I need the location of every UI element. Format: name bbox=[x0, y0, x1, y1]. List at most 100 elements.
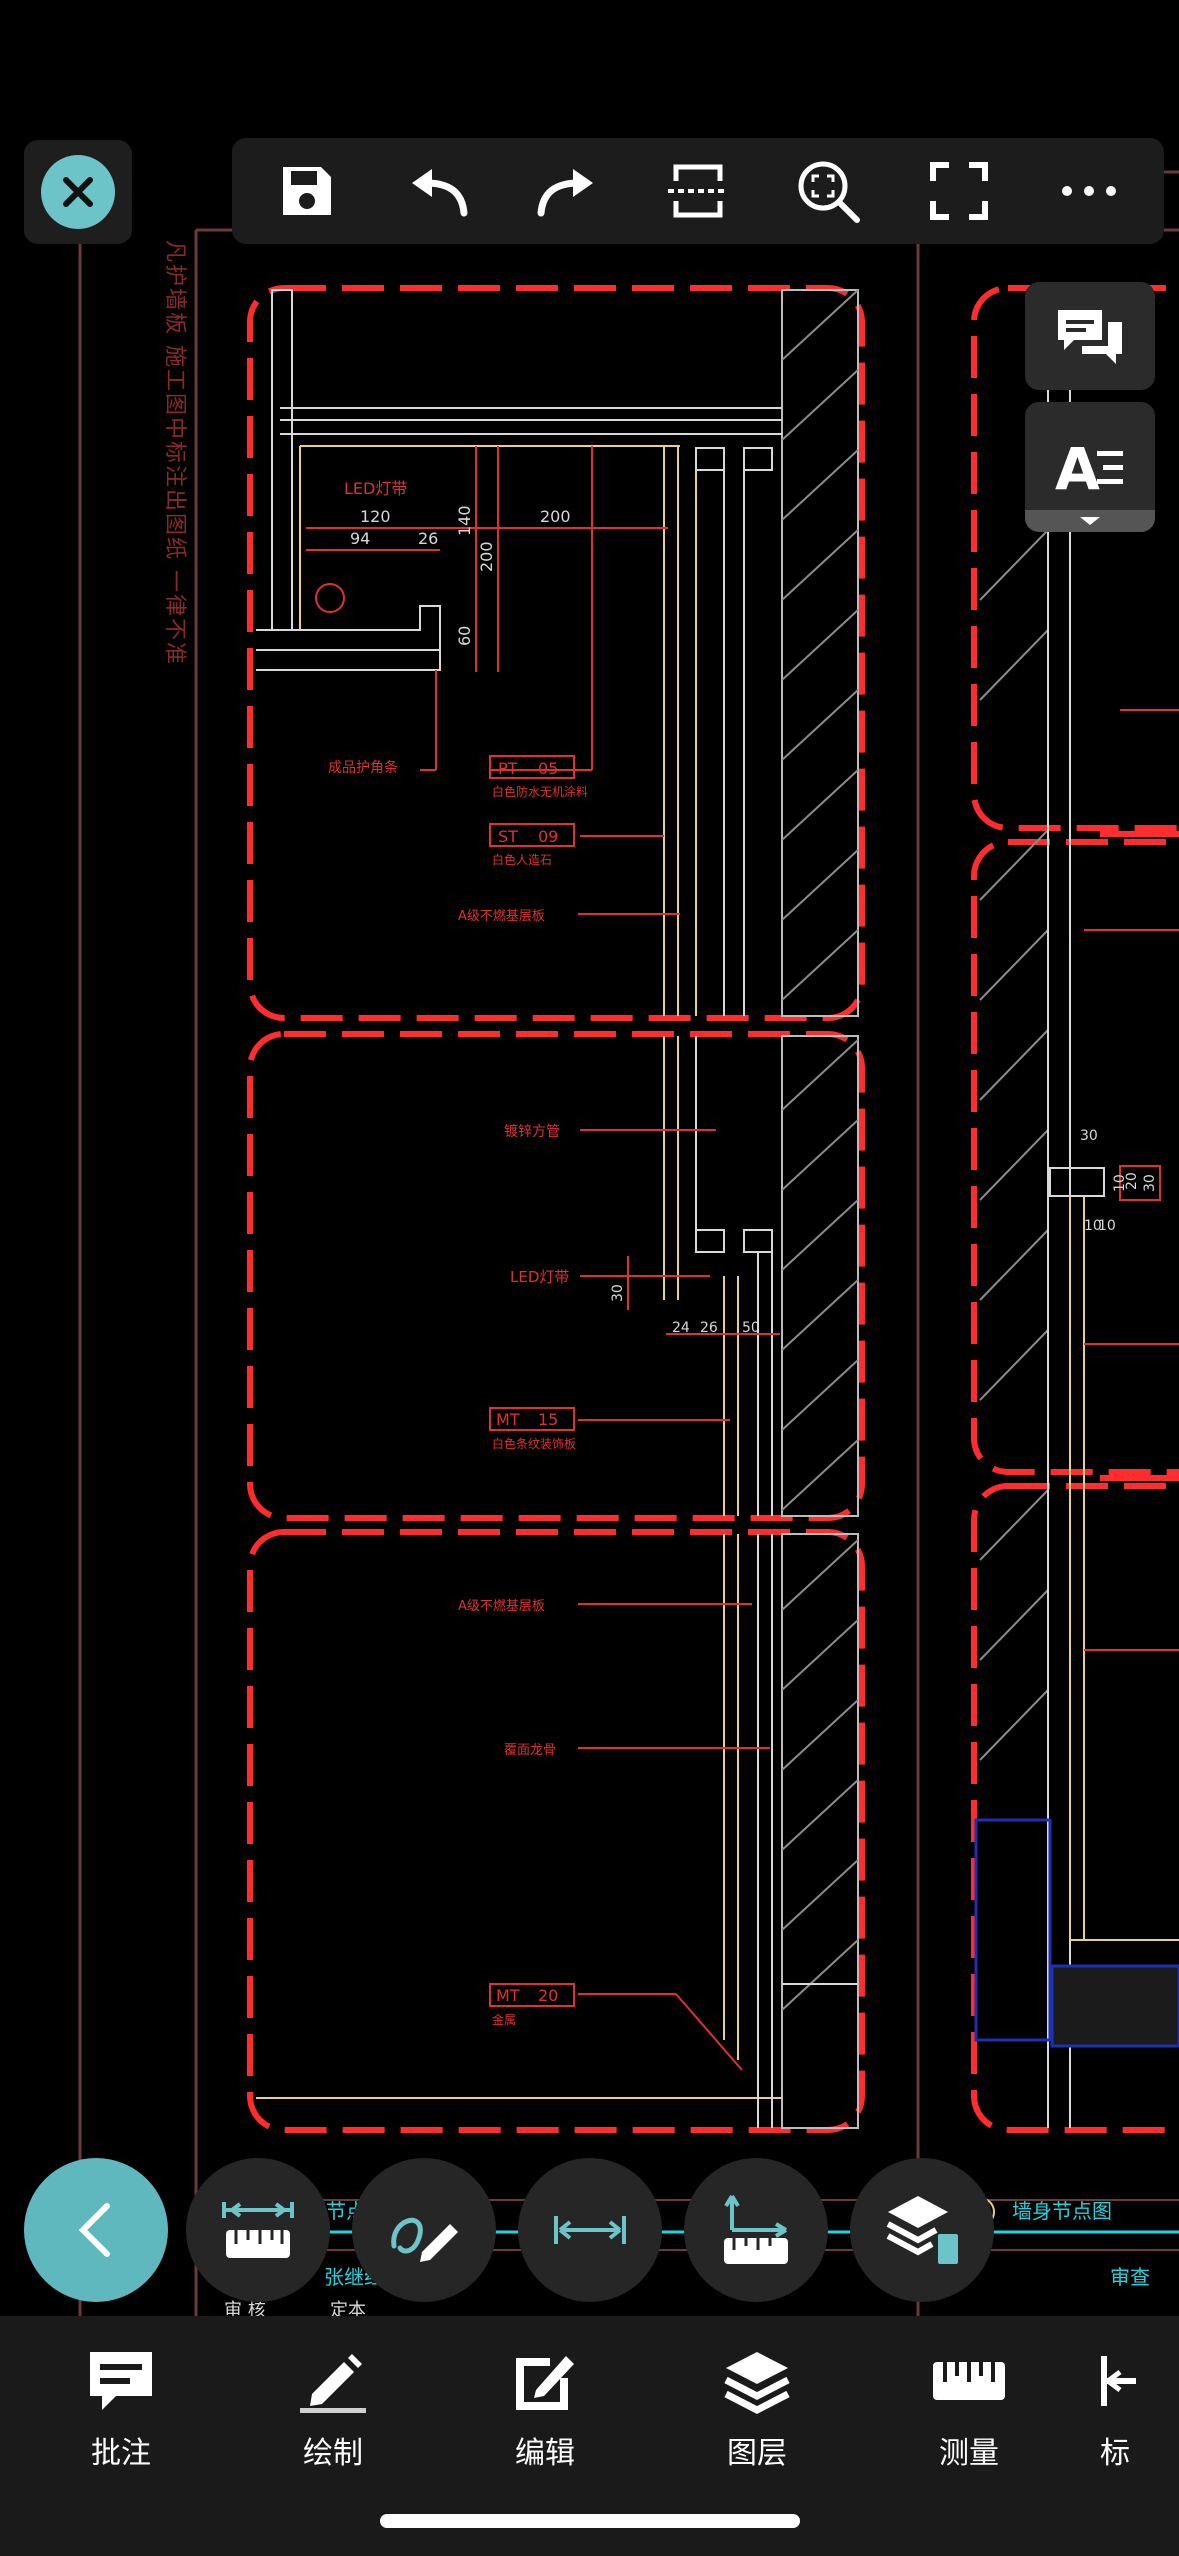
chevron-down-icon bbox=[1080, 517, 1100, 525]
nav-measure-label: 测量 bbox=[939, 2436, 999, 2471]
nav-annotate-label: 批注 bbox=[91, 2436, 151, 2471]
pencil-icon bbox=[300, 2354, 366, 2413]
nav-dimension[interactable]: 标 bbox=[1096, 2348, 1179, 2472]
coordinate-button[interactable] bbox=[684, 2158, 828, 2302]
nav-measure[interactable]: 测量 bbox=[884, 2348, 1054, 2472]
mt2-code: MT bbox=[496, 1986, 520, 2005]
nav-edit-label: 编辑 bbox=[515, 2436, 575, 2471]
ruler-icon bbox=[933, 2362, 1005, 2400]
top-toolbar bbox=[232, 138, 1164, 244]
nav-annotate[interactable]: 批注 bbox=[36, 2348, 206, 2472]
save-icon bbox=[283, 167, 332, 215]
dim-26: 26 bbox=[418, 529, 438, 548]
zoom-icon bbox=[798, 161, 861, 223]
nav-draw-label: 绘制 bbox=[303, 2436, 363, 2471]
footer-c: 定本 bbox=[330, 2300, 366, 2321]
chevron-left-icon bbox=[78, 2203, 110, 2257]
dim-26b: 26 bbox=[700, 1320, 718, 1336]
pt-num: 05 bbox=[538, 759, 558, 778]
pt-code: PT bbox=[498, 759, 518, 778]
comments-icon bbox=[1058, 310, 1122, 364]
nav-draw[interactable]: 绘制 bbox=[248, 2348, 418, 2472]
freehand-draw-button[interactable] bbox=[352, 2158, 496, 2302]
mt1-code: MT bbox=[496, 1410, 520, 1429]
st-num: 09 bbox=[538, 827, 558, 846]
title-block-right: 墙身节点图 bbox=[1012, 2199, 1112, 2223]
redo-icon bbox=[537, 169, 593, 217]
dimension-line-icon bbox=[554, 2216, 626, 2244]
label-corner: 成品护角条 bbox=[328, 759, 398, 776]
layer-list-icon bbox=[886, 2196, 958, 2264]
zoom-extent-button[interactable] bbox=[783, 146, 873, 236]
close-icon bbox=[41, 155, 115, 229]
text-align-icon: A bbox=[1055, 437, 1123, 497]
vertical-note: 凡护墙板 施工图中标注出图纸 一律不准 bbox=[162, 240, 187, 666]
label-a-grade-1: A级不燃基层板 bbox=[458, 908, 545, 924]
close-button[interactable] bbox=[24, 140, 132, 244]
measure-length-button[interactable] bbox=[186, 2158, 330, 2302]
dimension-icon bbox=[1101, 2356, 1136, 2406]
section-icon bbox=[667, 164, 728, 218]
freehand-pencil-icon bbox=[391, 2217, 458, 2262]
label-a-grade-2: A级不燃基层板 bbox=[458, 1598, 545, 1614]
ruler-measure-icon bbox=[222, 2202, 294, 2258]
detail-panels-right: 30 10 20 30 10 10 bbox=[971, 285, 1179, 2133]
layers-icon bbox=[724, 2352, 790, 2414]
mt1-num: 15 bbox=[538, 1410, 558, 1429]
text-style-button[interactable]: A bbox=[1025, 402, 1155, 532]
footer-a: 审 核 bbox=[224, 2300, 266, 2321]
st-desc: 白色人造石 bbox=[492, 852, 552, 867]
comments-button[interactable] bbox=[1025, 282, 1155, 390]
mt1-desc: 白色条纹装饰板 bbox=[492, 1436, 576, 1451]
dim-94: 94 bbox=[350, 529, 370, 548]
r-dim-10c: 10 bbox=[1098, 1218, 1116, 1234]
r-dim-20: 20 bbox=[1124, 1172, 1140, 1190]
dim-120: 120 bbox=[360, 507, 391, 526]
detail-panel-3: A级不燃基层板 覆面龙骨 MT 20 金属 bbox=[247, 1529, 865, 2133]
nav-layers[interactable]: 图层 bbox=[672, 2348, 842, 2472]
label-steel-tube: 镀锌方管 bbox=[504, 1123, 560, 1140]
fullscreen-button[interactable] bbox=[914, 146, 1004, 236]
dim-30: 30 bbox=[610, 1284, 626, 1302]
footer-b: 审查 bbox=[1110, 2265, 1150, 2289]
fullscreen-icon bbox=[929, 162, 988, 220]
nav-edit[interactable]: 编辑 bbox=[460, 2348, 630, 2472]
undo-button[interactable] bbox=[392, 146, 482, 236]
pt-desc: 白色防水无机涂料 bbox=[492, 784, 588, 799]
section-view-button[interactable] bbox=[653, 146, 743, 236]
dim-60: 60 bbox=[455, 626, 474, 646]
save-button[interactable] bbox=[262, 146, 352, 236]
mt2-num: 20 bbox=[538, 1986, 558, 2005]
back-button[interactable] bbox=[24, 2158, 168, 2302]
label-led-top: LED灯带 bbox=[344, 479, 407, 498]
r-dim-10a: 10 bbox=[1112, 1174, 1128, 1192]
coordinate-icon bbox=[724, 2194, 788, 2264]
annotate-icon bbox=[90, 2352, 152, 2410]
dim-200: 200 bbox=[540, 507, 571, 526]
nav-layers-label: 图层 bbox=[727, 2436, 787, 2471]
expand-handle[interactable] bbox=[1025, 510, 1155, 532]
label-led-mid: LED灯带 bbox=[510, 1268, 569, 1286]
mt2-desc: 金属 bbox=[492, 2012, 516, 2027]
label-cover-light: 覆面龙骨 bbox=[504, 1743, 556, 1758]
svg-text:A: A bbox=[1055, 437, 1100, 497]
undo-icon bbox=[412, 169, 468, 217]
r-dim-10b: 10 bbox=[1084, 1218, 1102, 1234]
nav-dimension-label: 标 bbox=[1100, 2436, 1130, 2471]
dim-50: 50 bbox=[742, 1320, 760, 1336]
edit-icon bbox=[516, 2356, 574, 2410]
home-indicator bbox=[380, 2514, 800, 2528]
dimension-button[interactable] bbox=[518, 2158, 662, 2302]
layers-fab-button[interactable] bbox=[850, 2158, 994, 2302]
more-icon bbox=[1061, 186, 1116, 196]
r-dim-30: 30 bbox=[1080, 1128, 1098, 1144]
dim-140: 140 bbox=[455, 505, 474, 536]
detail-panel-2: 镀锌方管 LED灯带 30 24 26 50 MT 15 白色条纹装饰板 bbox=[247, 1031, 865, 1521]
r-dim-30b: 30 bbox=[1142, 1174, 1158, 1192]
redo-button[interactable] bbox=[523, 146, 613, 236]
dim-200v: 200 bbox=[477, 541, 496, 572]
dim-24: 24 bbox=[672, 1320, 690, 1336]
more-button[interactable] bbox=[1044, 146, 1134, 236]
detail-panel-1: LED灯带 120 94 26 200 140 200 60 成品护角条 PT … bbox=[247, 285, 865, 1021]
